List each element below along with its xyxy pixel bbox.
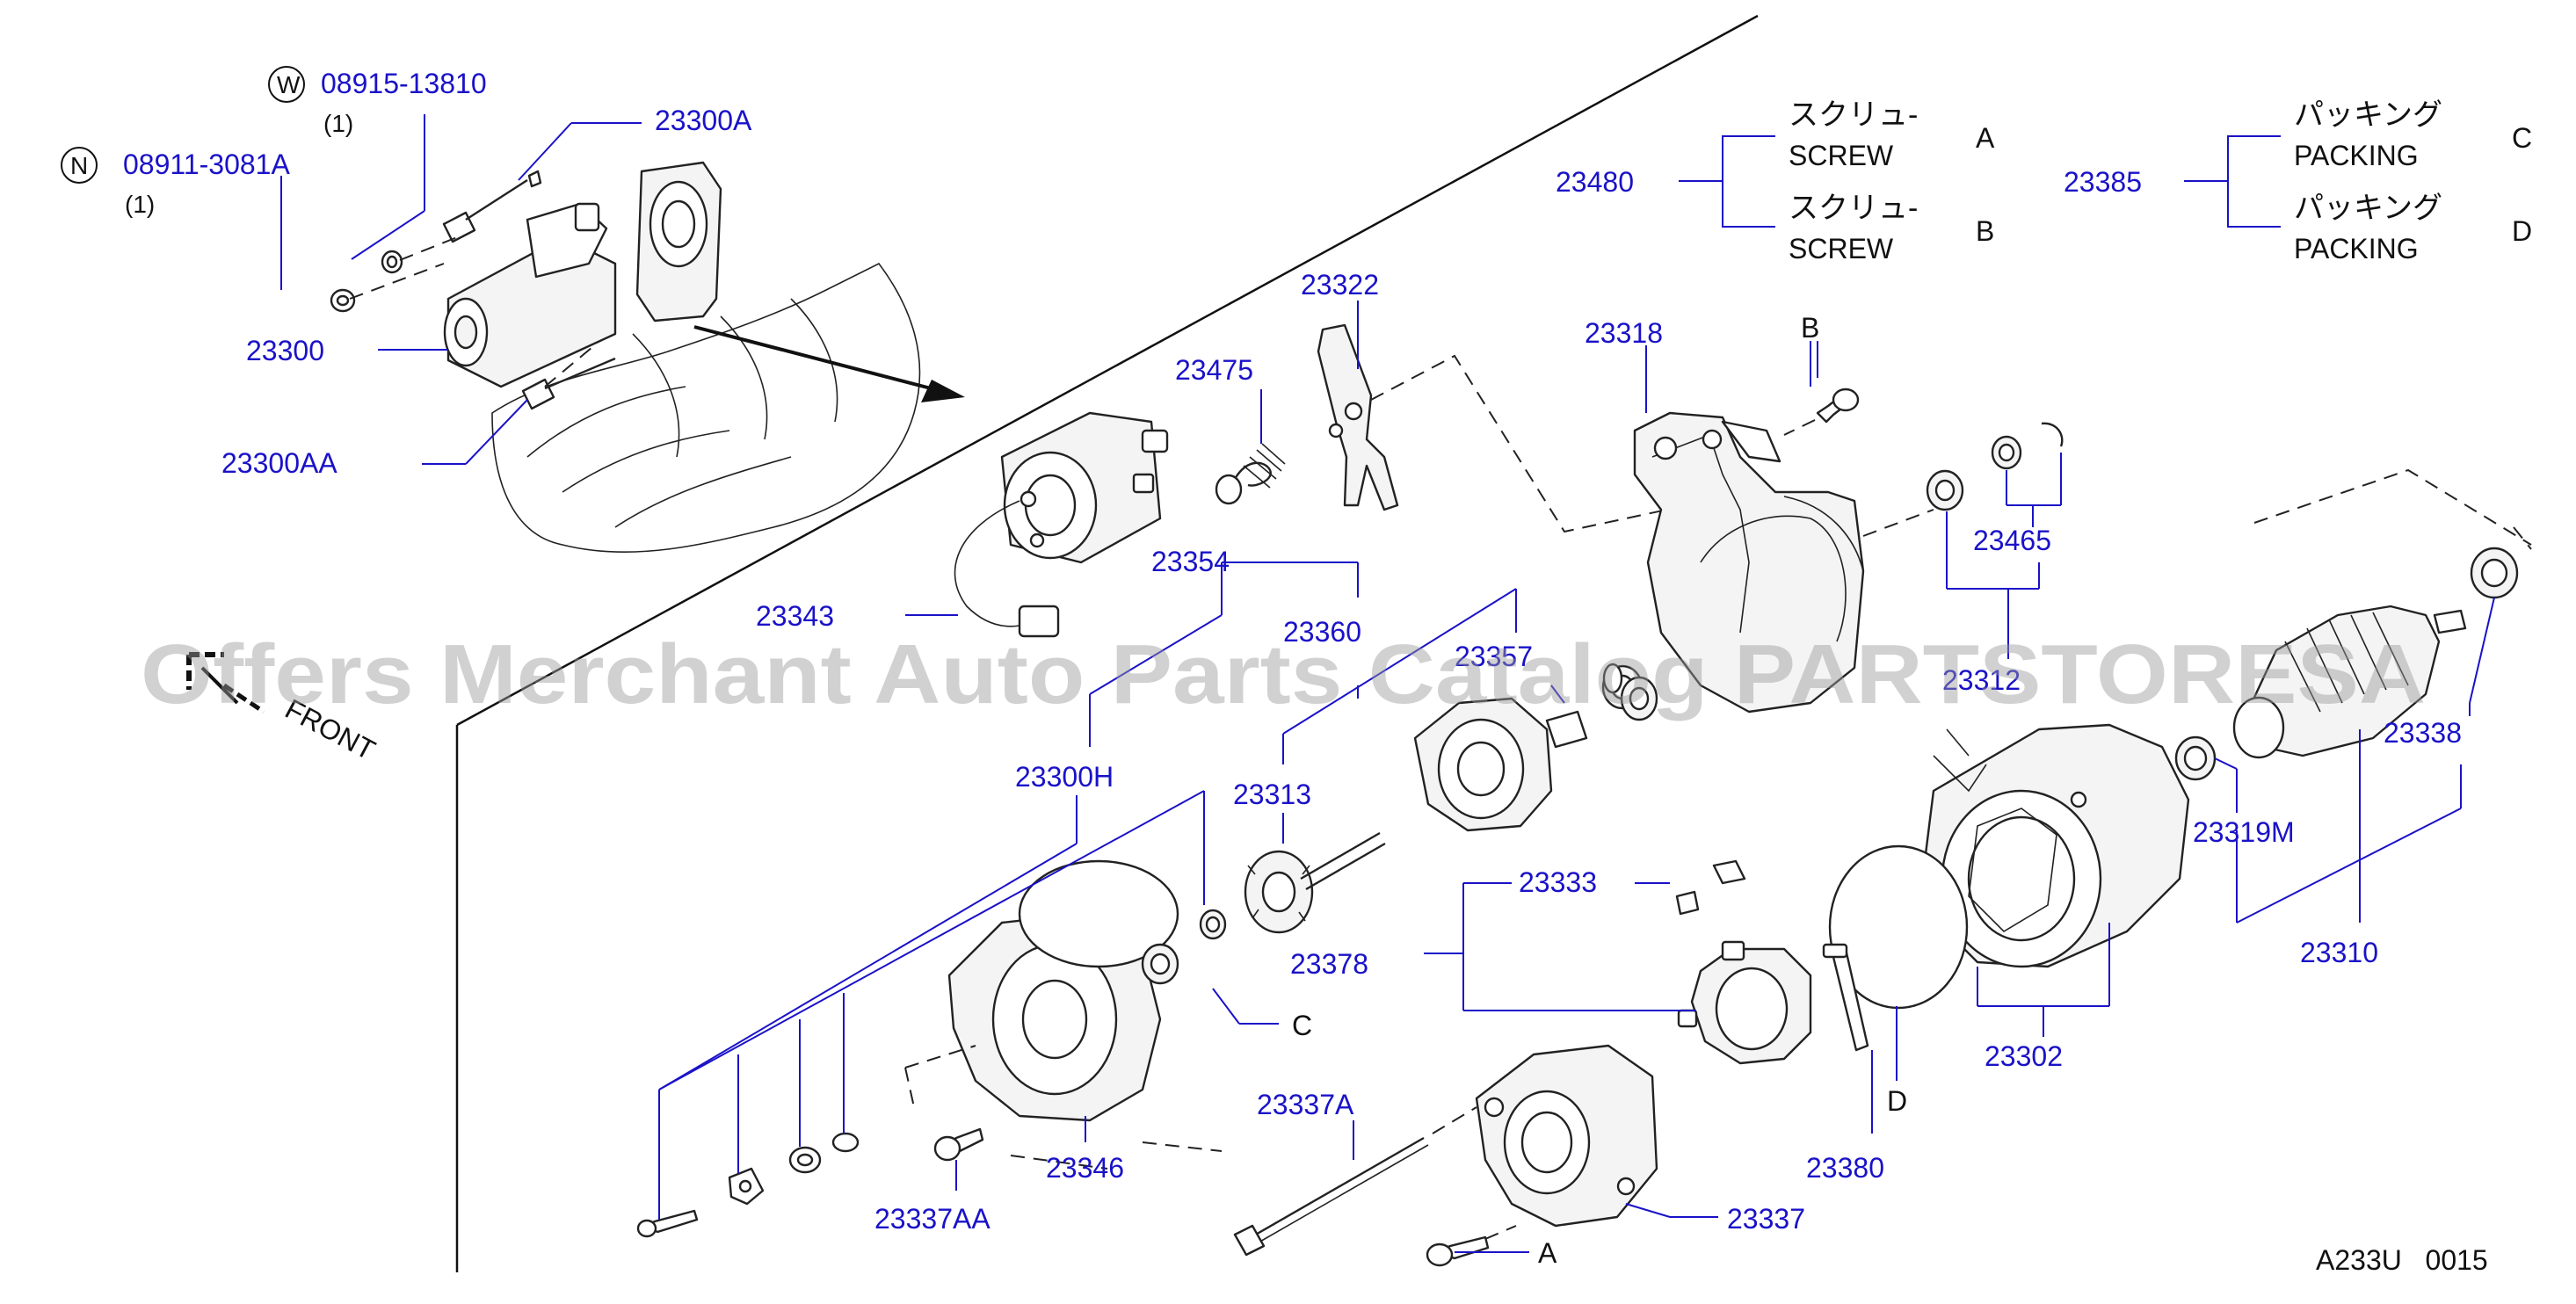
mounting-hardware <box>636 1127 984 1238</box>
part-number-label[interactable]: 08911-3081A <box>123 149 290 180</box>
brush-holder <box>1675 859 1812 1065</box>
yoke-assembly <box>1923 723 2190 968</box>
rear-cover <box>1426 1044 1658 1267</box>
part-number-labels: 08915-13810 (1) 08911-3081A (1) 23300A 2… <box>123 68 2462 1269</box>
legend-en-label: SCREW <box>1789 233 1894 264</box>
screw-b-marker: B <box>1801 312 1819 344</box>
part-number-label[interactable]: 23337A <box>1257 1089 1354 1120</box>
part-number-label[interactable]: 23310 <box>2300 937 2378 968</box>
quantity-label: (1) <box>125 191 155 218</box>
legend-group-packing[interactable]: 23385 <box>2064 166 2142 198</box>
part-number-label[interactable]: 23475 <box>1175 354 1253 386</box>
part-number-label[interactable]: 23319M <box>2193 816 2295 848</box>
legend-brackets <box>1679 135 2281 228</box>
part-number-label[interactable]: 23313 <box>1233 779 1311 810</box>
shift-lever <box>1317 323 1688 533</box>
part-number-label[interactable]: 23346 <box>1046 1152 1124 1184</box>
symbol-markers: W N <box>61 66 305 184</box>
w-symbol-circle <box>268 66 305 103</box>
page-frame-lines <box>455 14 1759 1272</box>
packing-ring-d <box>1822 844 1969 1052</box>
quantity-label: (1) <box>323 110 353 137</box>
legend-letter: A <box>1976 122 1995 154</box>
part-number-label[interactable]: 23318 <box>1585 317 1663 349</box>
part-number-label[interactable]: 23300 <box>246 335 324 366</box>
n-symbol: N <box>70 152 88 179</box>
part-number-label[interactable]: 23354 <box>1151 546 1230 577</box>
part-number-label[interactable]: 23357 <box>1455 641 1533 672</box>
through-bolt <box>1233 1106 1477 1257</box>
part-number-label[interactable]: 23302 <box>1985 1040 2063 1072</box>
legend-letter: D <box>2512 215 2532 247</box>
part-number-label[interactable]: 23312 <box>1942 664 2021 696</box>
part-number-label[interactable]: 08915-13810 <box>321 68 487 99</box>
legend-group-screw[interactable]: 23480 <box>1556 166 1634 198</box>
legend-en-label: PACKING <box>2294 233 2419 264</box>
legend-letter: C <box>2512 122 2532 154</box>
armature <box>2174 468 2532 781</box>
part-number-label[interactable]: 23380 <box>1806 1152 1884 1184</box>
part-number-label[interactable]: 23322 <box>1301 269 1379 301</box>
packing-c-marker: C <box>1292 1010 1312 1041</box>
legend: 23480 スクリュ- SCREW A スクリュ- SCREW B 23385 … <box>1556 98 2532 264</box>
front-housing <box>904 859 1227 1170</box>
gear-case <box>1633 388 1934 714</box>
watermark-text: Offers Merchant Auto Parts Catalog PARTS… <box>141 627 2426 721</box>
part-number-label[interactable]: 23300A <box>655 105 752 136</box>
legend-jp-label: パッキング <box>2294 192 2442 225</box>
legend-jp-label: スクリュ- <box>1789 98 1918 132</box>
legend-en-label: PACKING <box>2294 140 2419 171</box>
part-number-label[interactable]: 23337AA <box>874 1203 990 1235</box>
n-symbol-circle <box>61 147 98 184</box>
packing-d-marker: D <box>1887 1085 1907 1117</box>
part-number-label[interactable]: 23337 <box>1727 1203 1805 1235</box>
part-number-label[interactable]: 23465 <box>1973 525 2051 556</box>
part-number-label[interactable]: 23378 <box>1290 948 1368 980</box>
legend-jp-label: スクリュ- <box>1789 192 1918 225</box>
legend-en-label: SCREW <box>1789 140 1894 171</box>
legend-jp-label: パッキング <box>2294 98 2442 132</box>
magnetic-switch-assembly <box>954 411 1169 638</box>
part-number-label[interactable]: 23338 <box>2384 717 2462 749</box>
part-number-label[interactable]: 23300H <box>1015 761 1114 793</box>
engine-overview-illustration <box>330 161 965 554</box>
legend-letter: B <box>1976 215 1994 247</box>
w-symbol: W <box>277 71 301 98</box>
part-number-label[interactable]: 23300AA <box>221 447 337 479</box>
part-number-label[interactable]: 23333 <box>1519 866 1597 898</box>
leader-lines <box>280 114 2495 1253</box>
part-number-label[interactable]: 23343 <box>756 600 834 632</box>
pinion-clutch-assembly <box>1244 676 1658 934</box>
diagram-code: A233U 0015 <box>2316 1244 2488 1276</box>
spring-plunger <box>1215 443 1286 505</box>
part-number-label[interactable]: 23360 <box>1283 616 1361 648</box>
screw-a-marker: A <box>1538 1237 1557 1269</box>
